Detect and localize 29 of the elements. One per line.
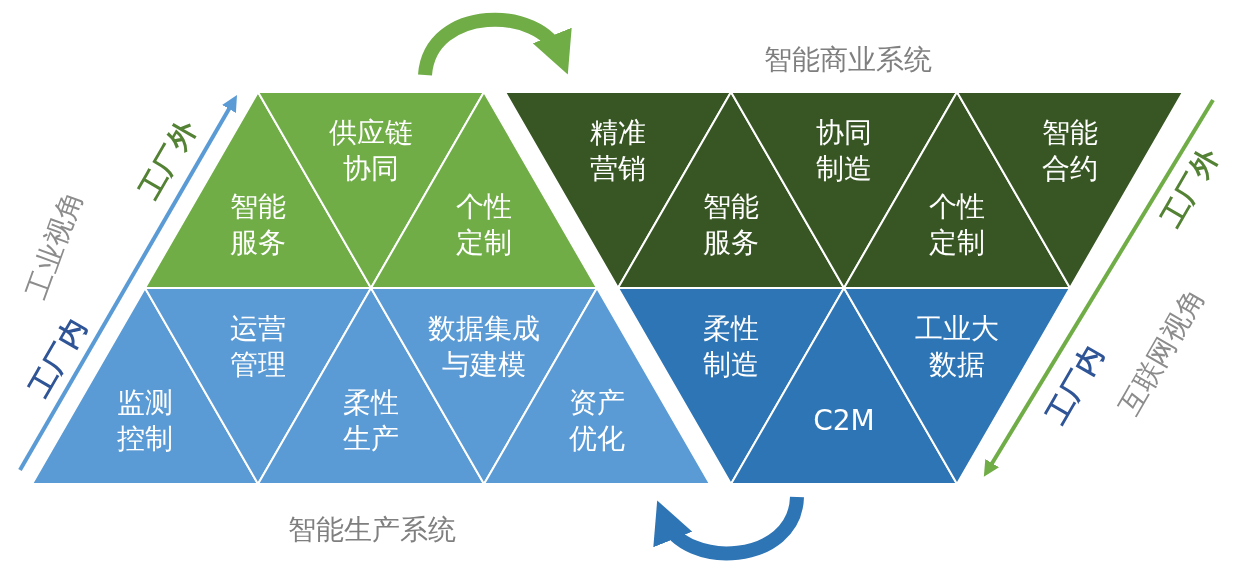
segment-label: 智能服务 (229, 189, 287, 262)
caption-label: 工业视角 (20, 186, 90, 304)
segment-label: 柔性生产 (342, 385, 400, 458)
segment-label: 精准营销 (589, 114, 647, 187)
segment-label: 柔性制造 (702, 310, 760, 383)
segment-label: 监测控制 (116, 385, 174, 458)
segment-label: C2M (812, 403, 876, 440)
side-label: 工厂外 (133, 115, 203, 205)
segment-label: 工业大数据 (914, 310, 1000, 383)
segment-label: 智能合约 (1041, 114, 1099, 187)
triangle-segment (844, 92, 1070, 288)
segment-label: 个性定制 (455, 189, 513, 262)
segment-label: 数据集成与建模 (427, 310, 541, 383)
segment-label: 运营管理 (229, 310, 287, 383)
side-label: 工厂外 (1155, 143, 1225, 233)
side-label: 工厂内 (1040, 340, 1110, 430)
segment-label: 协同制造 (815, 114, 873, 187)
triangle-segment (731, 92, 957, 288)
segment-label: 供应链协同 (328, 114, 414, 187)
triangle-segment (618, 92, 844, 288)
segment-label: 个性定制 (928, 189, 986, 262)
triangle-segment (258, 92, 484, 288)
caption-label: 智能商业系统 (764, 44, 932, 76)
segment-label: 资产优化 (568, 385, 626, 458)
caption-label: 互联网视角 (1113, 283, 1211, 421)
triangle-segment (145, 288, 371, 484)
side-label: 工厂内 (23, 313, 93, 403)
segment-label: 智能服务 (702, 189, 760, 262)
caption-label: 智能生产系统 (288, 514, 456, 546)
